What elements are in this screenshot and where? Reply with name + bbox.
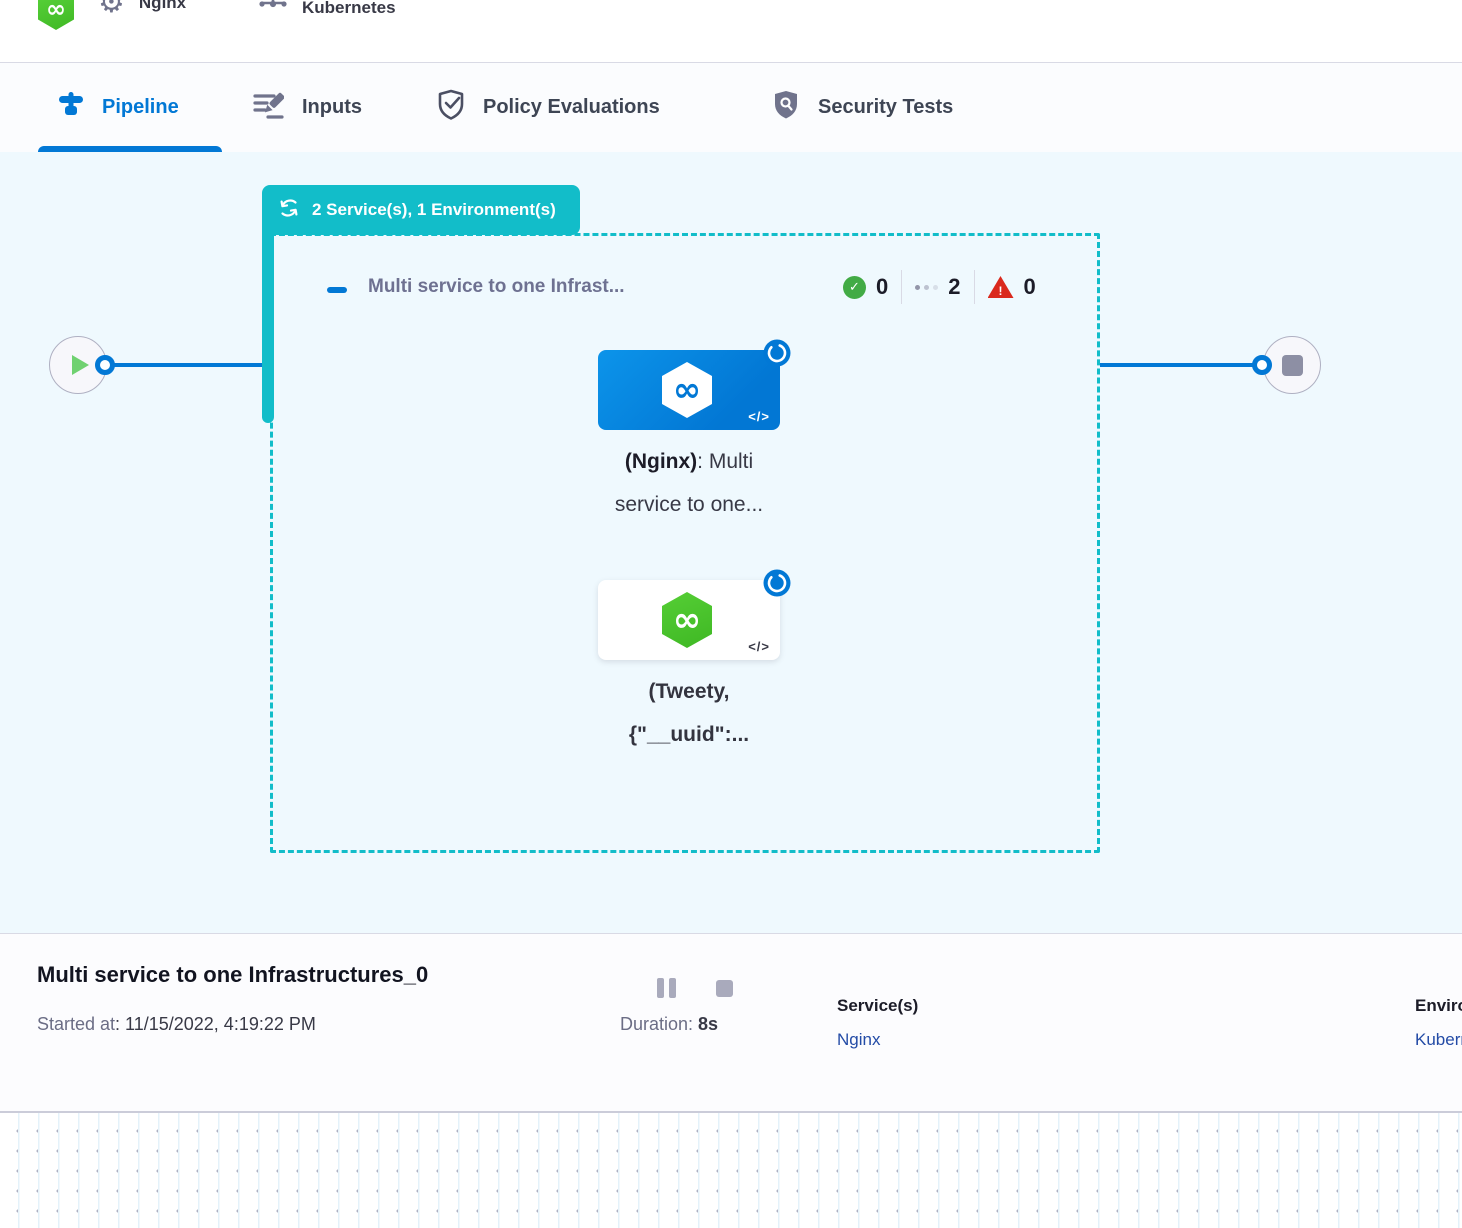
badge-label: 2 Service(s), 1 Environment(s) [312,200,556,219]
execution-summary-bar: Multi service to one Infrastructures_0 S… [0,933,1462,1111]
abort-button[interactable] [716,980,733,997]
tab-label: Pipeline [102,96,179,118]
inputs-icon [252,90,285,126]
console-grid-area [0,1111,1462,1228]
environments-label: Environment(s) [1415,996,1462,1015]
tab-security-tests[interactable]: Security Tests [772,63,953,152]
play-icon [71,355,89,375]
tab-label: Inputs [302,96,362,118]
services-label: Service(s) [837,996,919,1015]
harness-logo-icon: ∞ [38,0,74,30]
tab-pipeline[interactable]: Pipeline [58,63,179,152]
harness-stage-icon: ∞ [662,592,712,648]
stop-icon [1281,354,1303,376]
harness-stage-icon: ∞ [662,362,712,418]
connector-dot-end [1252,355,1272,375]
pipeline-start-node [49,336,107,394]
duration: Duration: 8s [620,1014,719,1034]
collapse-group-button[interactable] [327,287,347,293]
pause-icon [669,978,676,998]
running-count: 2 [948,274,961,299]
running-spinner-icon [763,339,791,367]
service-link-nginx[interactable]: Nginx [837,1030,881,1049]
group-left-bar [262,212,274,423]
tab-label: Policy Evaluations [483,96,660,118]
flow-line-end [1100,363,1262,367]
execution-title: Multi service to one Infrastructures_0 [37,962,429,987]
stage-card-tweety[interactable]: ∞ </> [598,580,780,660]
pause-button[interactable] [657,978,676,998]
cluster-icon [258,0,288,27]
tab-label: Security Tests [818,96,954,118]
pause-icon [657,978,664,998]
failed-count: 0 [1023,274,1036,299]
tab-policy-evaluations[interactable]: Policy Evaluations [437,63,660,152]
security-shield-scan-icon [772,89,800,127]
stage-card-nginx[interactable]: ∞ </> [598,350,780,430]
success-check-icon: ✓ [843,275,866,299]
services-environments-badge[interactable]: 2 Service(s), 1 Environment(s) [262,185,580,235]
environment-name: Kubernetes [302,0,396,17]
tab-inputs[interactable]: Inputs [252,63,362,152]
active-tab-underline [38,146,222,152]
code-icon: </> [748,409,770,424]
stage-label-tweety: (Tweety, {"__uuid":... [628,680,750,746]
stop-icon [716,980,733,997]
code-icon: </> [748,639,770,654]
pipeline-canvas[interactable]: 2 Service(s), 1 Environment(s) Multi ser… [0,152,1462,933]
gear-icon: ⚙ [98,0,125,20]
pipeline-name: Nginx [138,0,187,12]
header-divider [0,62,1462,63]
success-count: 0 [876,274,889,299]
pipeline-icon [58,90,84,126]
pipeline-breadcrumb[interactable]: ⚙ Nginx [98,0,186,18]
connector-dot-start [95,355,115,375]
stage-group-title: Multi service to one Infrast... [368,276,625,297]
stage-label-nginx: (Nginx): Multi service to one... [614,450,764,516]
running-dots-icon [915,284,939,290]
environment-link-kubernetes[interactable]: Kubernetes [1415,1030,1462,1049]
execution-header: ∞ ⚙ Nginx Kubernetes [0,0,1462,62]
running-spinner-icon [763,569,791,597]
started-at: Started at: 11/15/2022, 4:19:22 PM [37,1014,316,1034]
environment-breadcrumb[interactable]: Kubernetes [258,0,396,27]
failed-warning-icon: ! [987,276,1014,298]
sync-icon [278,197,300,224]
stage-group-boundary [270,233,1100,853]
tab-bar: Pipeline Inputs [0,63,1462,152]
policy-shield-check-icon [437,89,465,127]
flow-line-start [105,363,270,367]
stage-status-counts: ✓ 0 2 ! 0 [843,270,1036,304]
